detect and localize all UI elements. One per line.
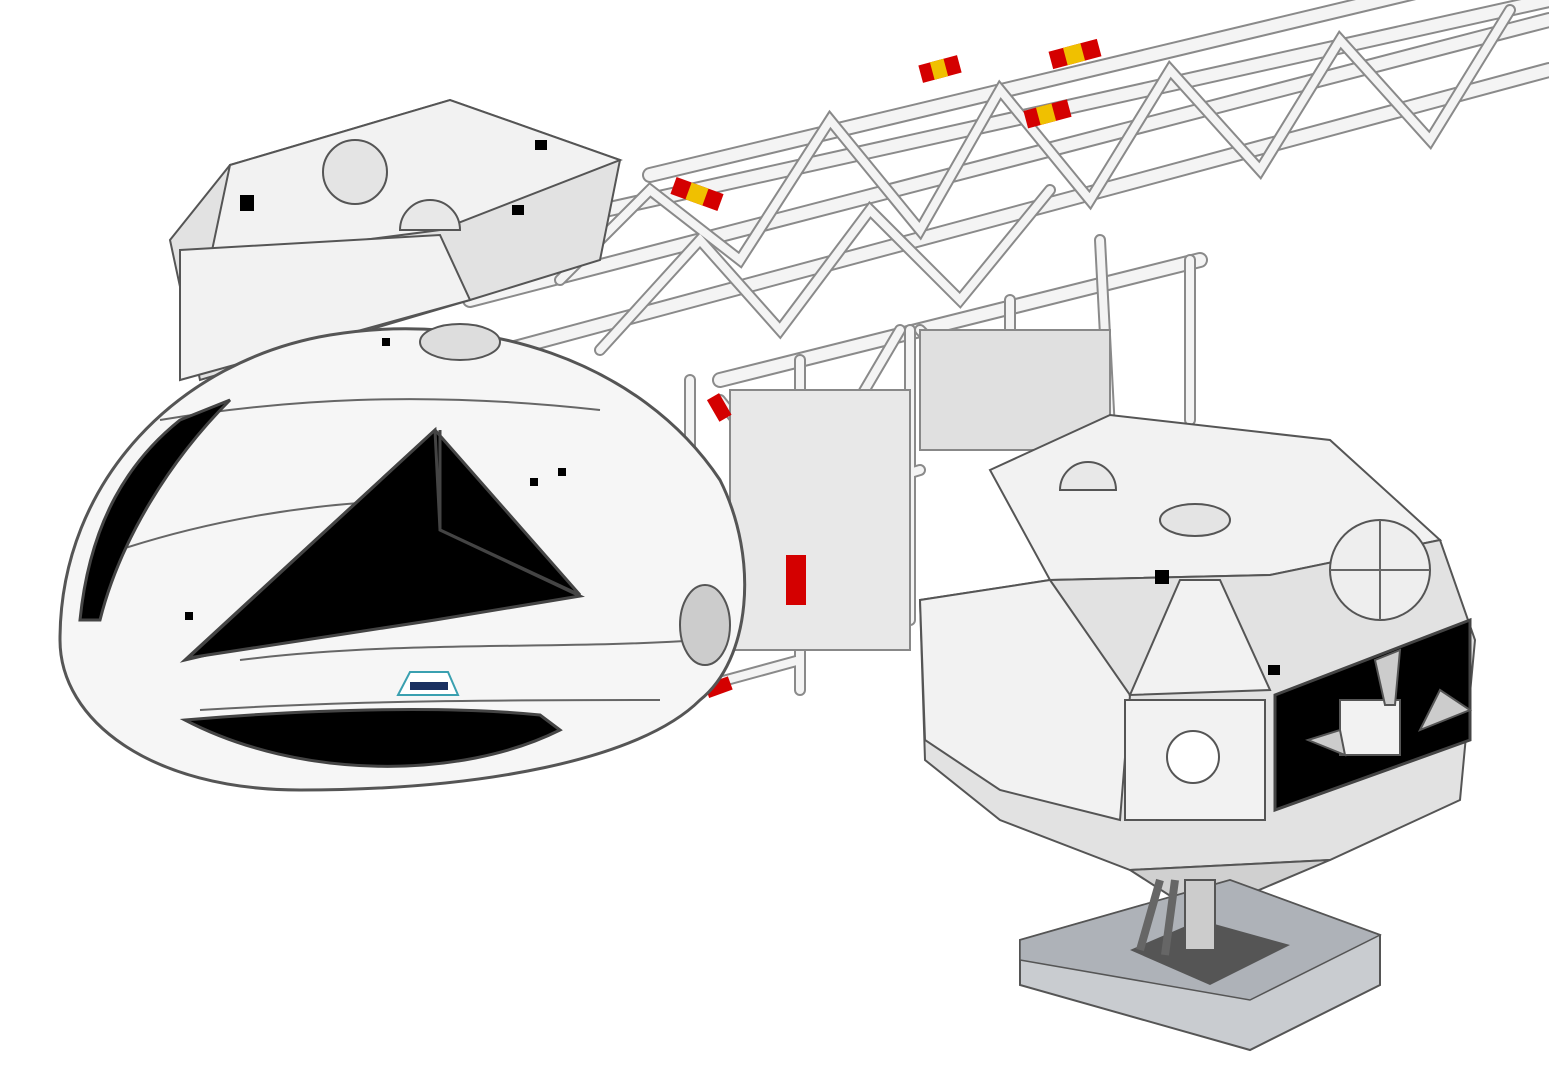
- spine-truss: [462, 0, 1549, 699]
- command-module: [58, 323, 747, 792]
- landing-pad: [1019, 878, 1382, 1052]
- left-service-pod: [168, 98, 623, 382]
- alpha-moonbase-logo: [396, 671, 460, 696]
- right-service-pod: [918, 413, 1477, 917]
- warning-stripes: [670, 38, 1102, 699]
